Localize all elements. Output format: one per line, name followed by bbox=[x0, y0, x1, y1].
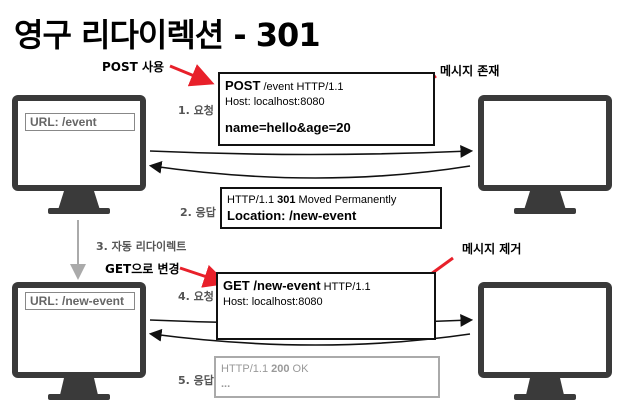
post-use-label: POST 사용 bbox=[102, 60, 165, 74]
post-use-arrow bbox=[169, 64, 215, 87]
url-bar-bottom[interactable]: URL: /new-event bbox=[25, 292, 135, 310]
request-arrow-top bbox=[149, 145, 474, 158]
server-monitor-top bbox=[478, 95, 612, 214]
response1-box: HTTP/1.1 301 Moved Permanently Location:… bbox=[220, 187, 442, 229]
step5-label: 5. 응답 bbox=[178, 374, 214, 387]
response2-suffix: OK bbox=[289, 363, 309, 375]
request1-line: /event HTTP/1.1 bbox=[260, 81, 344, 93]
request2-box: GET /new-event HTTP/1.1 Host: localhost:… bbox=[216, 272, 436, 340]
url-bar-top[interactable]: URL: /event bbox=[25, 113, 135, 131]
request2-line-bold: GET /new-event bbox=[223, 278, 321, 293]
request1-body: name=hello&age=20 bbox=[225, 120, 351, 135]
response1-code: 301 bbox=[277, 194, 296, 206]
step4-label: 4. 요청 bbox=[178, 290, 214, 303]
response-arrow-top bbox=[148, 161, 471, 179]
message-exists-label: 메시지 존재 bbox=[440, 64, 500, 78]
page-title: 영구 리다이렉션 - 301 bbox=[14, 16, 321, 54]
request2-host: Host: localhost:8080 bbox=[223, 296, 323, 308]
message-removed-label: 메시지 제거 bbox=[462, 242, 522, 256]
response2-prefix: HTTP/1.1 bbox=[221, 363, 272, 375]
step2-label: 2. 응답 bbox=[180, 206, 216, 219]
request1-box: POST /event HTTP/1.1 Host: localhost:808… bbox=[218, 72, 435, 146]
response1-prefix: HTTP/1.1 bbox=[227, 194, 278, 206]
get-change-arrow bbox=[179, 264, 228, 288]
response2-ellipsis: ... bbox=[221, 378, 231, 390]
step3-label: 3. 자동 리다이렉트 bbox=[96, 240, 187, 253]
request1-method: POST bbox=[225, 78, 261, 93]
response2-code: 200 bbox=[271, 363, 290, 375]
request1-host: Host: localhost:8080 bbox=[225, 96, 325, 108]
request2-line-rest: HTTP/1.1 bbox=[320, 281, 371, 293]
get-change-label: GET으로 변경 bbox=[105, 262, 180, 276]
response2-box: HTTP/1.1 200 OK ... bbox=[214, 356, 440, 398]
step1-label: 1. 요청 bbox=[178, 104, 214, 117]
server-monitor-bottom bbox=[478, 282, 612, 400]
response1-location: Location: /new-event bbox=[227, 208, 357, 223]
response1-suffix: Moved Permanently bbox=[295, 194, 397, 206]
